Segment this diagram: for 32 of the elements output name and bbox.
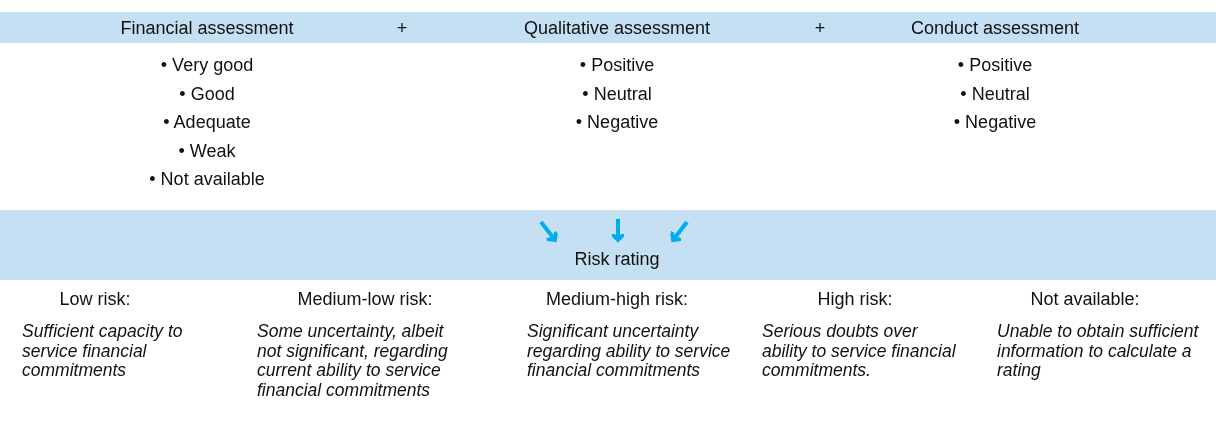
arrow [539,220,559,242]
list-item: • Positive [579,54,655,76]
result-band [0,210,1216,280]
list-item: • Neutral [582,82,652,105]
list-item: • Neutral [960,82,1030,105]
risk-category: Low risk: [59,288,131,310]
risk-description: Some uncertainty, albeit not significant, regarding current ability to service financial commitments [257,322,449,400]
risk-description: Sufficient capacity to service financial commitments [22,322,184,381]
risk-description: Unable to obtain sufficient information to calculate a rating [997,322,1200,381]
arrow [609,219,627,242]
assessment-title: Qualitative assessment [523,17,711,39]
list-item: • Weak [178,139,236,162]
list-item: • Very good [160,54,254,76]
arrow [669,220,689,242]
risk-category: Medium-low risk: [297,288,433,310]
risk-description: Significant uncertainty regarding ability to service financial commitments [527,322,732,381]
plus-sign: + [396,17,408,39]
plus-sign: + [814,17,826,39]
risk-category: Not available: [1030,288,1140,310]
list-item: • Negative [953,111,1037,133]
header-band [0,12,1216,43]
risk-category: High risk: [817,288,893,310]
risk-category: Medium-high risk: [546,288,688,310]
list-item: • Adequate [163,111,251,133]
band-title: Risk rating [574,248,660,270]
assessment-title: Financial assessment [120,17,294,39]
assessment-title: Conduct assessment [910,17,1080,39]
list-item: • Negative [575,111,659,133]
list-item: • Not available [149,168,265,190]
risk-description: Serious doubts over ability to service financial commitments. [762,322,957,381]
list-item: • Good [179,82,235,105]
list-item: • Positive [957,54,1033,76]
